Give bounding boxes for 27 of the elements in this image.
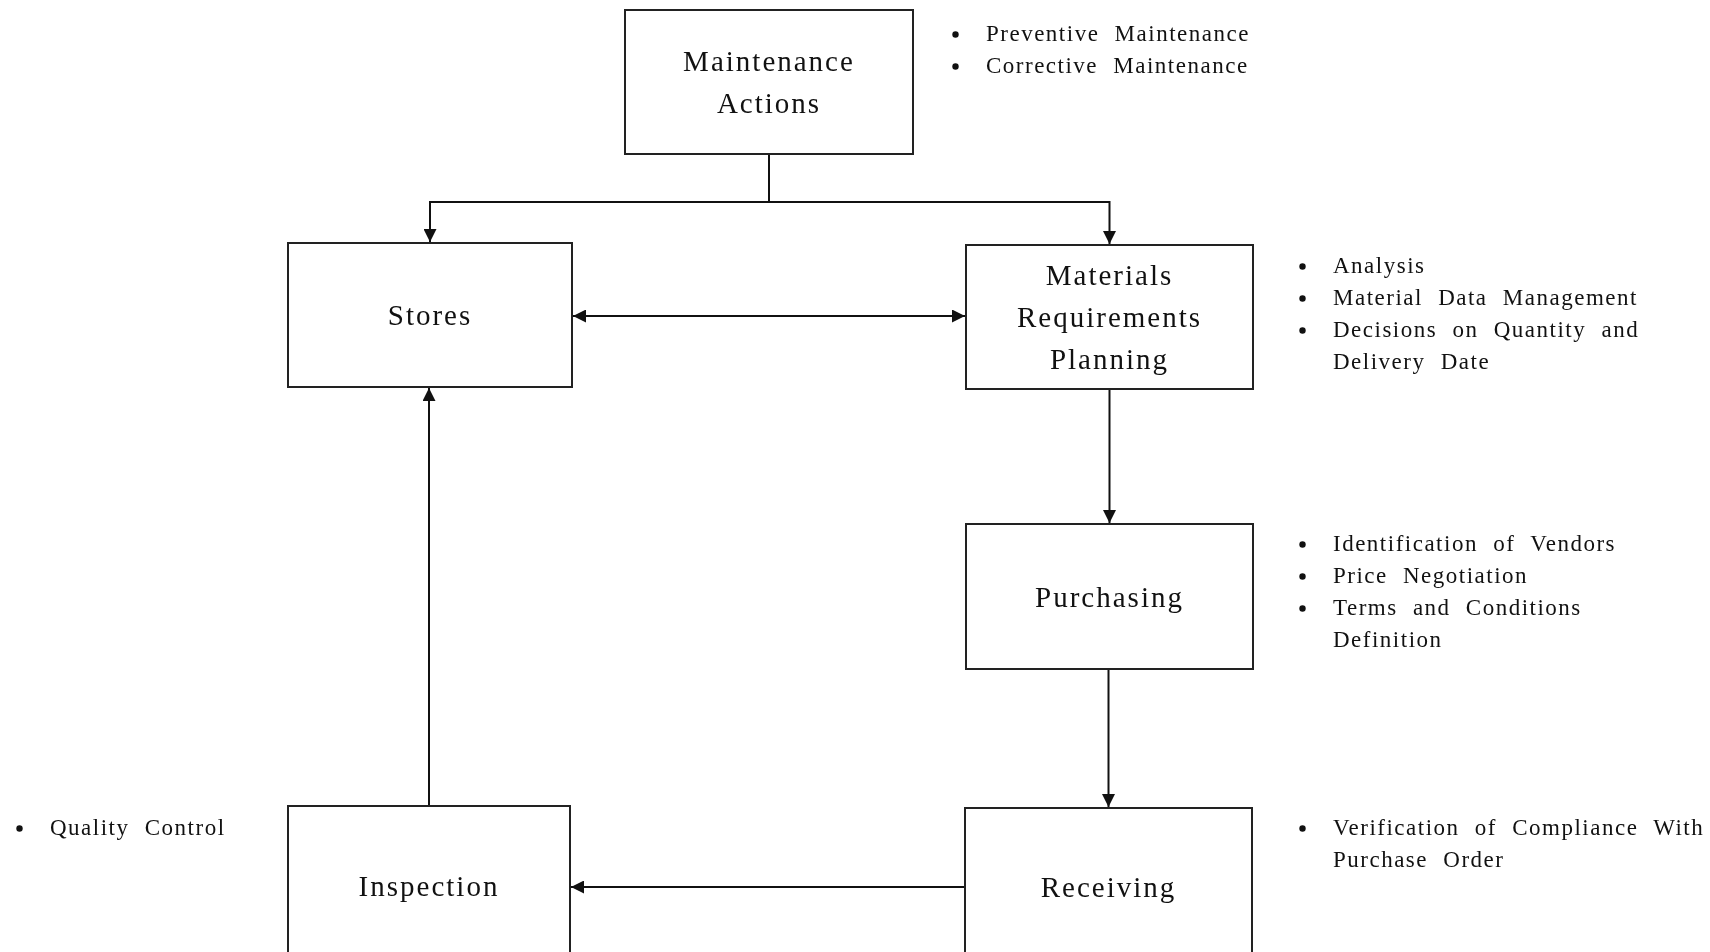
bullet-text: Quality Control (50, 815, 226, 840)
arrow (422, 387, 436, 806)
bullet-text: Analysis (1333, 253, 1426, 278)
arrow (1103, 389, 1116, 524)
box-label: Receiving (1039, 870, 1178, 905)
process-box (965, 523, 1254, 670)
arrow (572, 309, 966, 323)
bullet-text: Preventive Maintenance (986, 21, 1250, 46)
bullet-text: Decisions on Quantity and Delivery Date (1333, 317, 1640, 374)
process-box (287, 805, 571, 952)
process-box (624, 9, 914, 155)
box-label: Stores (386, 298, 474, 333)
arrow (1102, 669, 1115, 808)
bullet-text: Price Negotiation (1333, 563, 1529, 588)
process-box (964, 807, 1253, 952)
bullet-text: Identification of Vendors (1333, 531, 1617, 556)
bullet-text: Material Data Management (1333, 285, 1638, 310)
box-label: Purchasing (1034, 579, 1185, 615)
bullet-text: Verification of Compliance With Purchase Order (1333, 815, 1705, 872)
box-label: Inspection (357, 869, 501, 904)
box-label: Materials Requirements Planning (1015, 258, 1204, 377)
box-label: Maintenance Actions (682, 44, 856, 121)
bullet-text: Corrective Maintenance (986, 53, 1249, 78)
arrow (570, 880, 965, 894)
bullet-text: Terms and Conditions Definition (1333, 595, 1582, 652)
process-box (287, 242, 573, 388)
process-box (965, 244, 1254, 390)
